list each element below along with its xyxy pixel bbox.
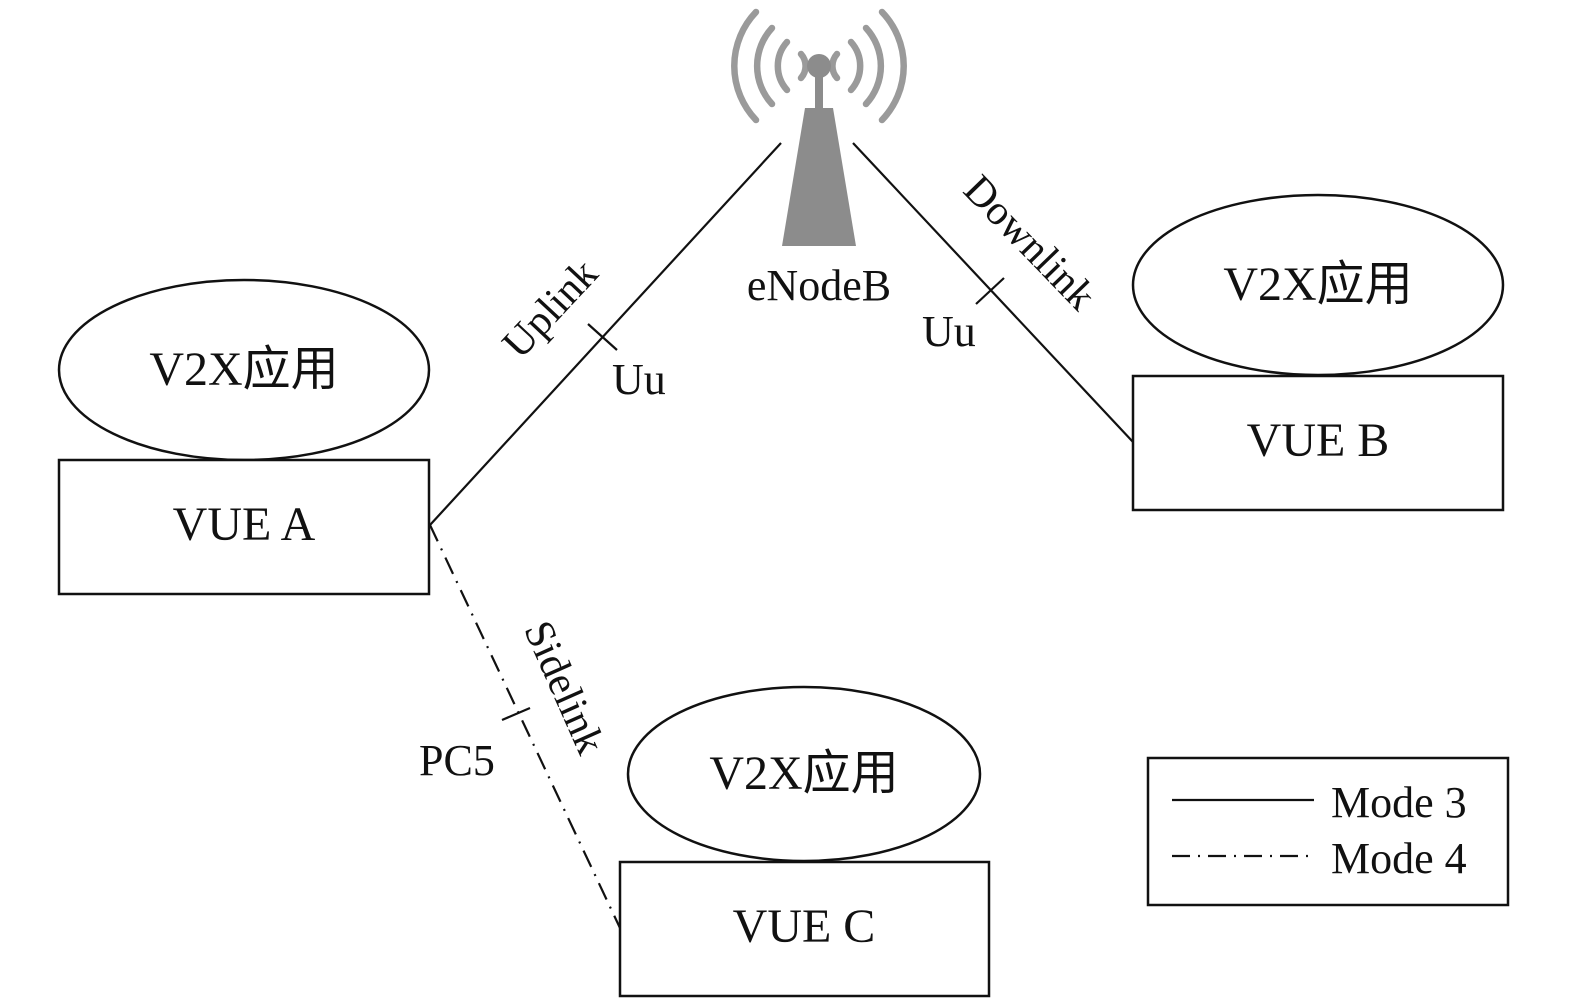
legend: Mode 3 Mode 4	[1146, 756, 1510, 907]
sidelink-interface-tick	[501, 706, 531, 722]
legend-mode4-label: Mode 4	[1331, 834, 1467, 883]
sidelink-line	[429, 524, 621, 929]
enodeb-antenna-icon	[731, 8, 907, 246]
sidelink-label: Sidelink	[514, 614, 613, 761]
vue-c-box	[618, 860, 991, 998]
vue-c-app-label: V2X应用	[709, 747, 898, 800]
vue-c-node: V2X应用 VUE C	[618, 685, 991, 998]
downlink-interface-label: Uu	[922, 307, 976, 356]
vue-a-box	[57, 458, 431, 596]
uplink-line	[429, 142, 782, 526]
vue-a-label: VUE A	[173, 498, 316, 551]
vue-b-node: V2X应用 VUE B	[1131, 193, 1505, 512]
sidelink-interface-label: PC5	[419, 736, 495, 785]
vue-b-box	[1131, 374, 1505, 512]
legend-mode3-label: Mode 3	[1331, 778, 1467, 827]
vue-b-label: VUE B	[1247, 414, 1390, 467]
vue-a-app-label: V2X应用	[149, 343, 338, 396]
downlink-label: Downlink	[954, 167, 1104, 320]
downlink-interface-tick	[975, 277, 1005, 305]
vue-c-label: VUE C	[733, 900, 876, 953]
enodeb-label: eNodeB	[747, 261, 891, 310]
legend-box	[1146, 756, 1510, 907]
uplink-interface-tick	[587, 323, 618, 351]
vue-b-app-label: V2X应用	[1223, 258, 1412, 311]
downlink-line	[852, 142, 1134, 443]
uplink-interface-label: Uu	[612, 355, 666, 404]
vue-a-node: V2X应用 VUE A	[57, 278, 431, 596]
